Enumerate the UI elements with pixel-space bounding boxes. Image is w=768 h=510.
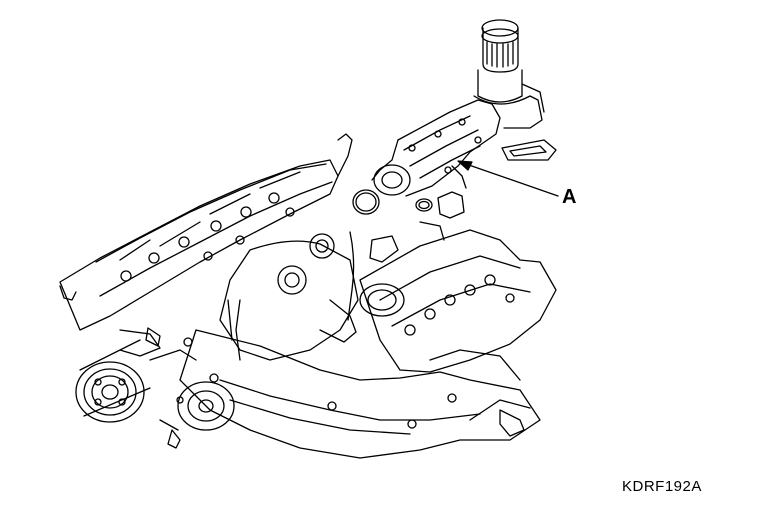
engine-block xyxy=(180,232,540,458)
oil-filter-housing xyxy=(474,20,544,128)
small-o-ring-inner xyxy=(419,202,429,209)
o-ring-inner xyxy=(356,193,376,211)
callout-arrow xyxy=(458,161,558,196)
gasket xyxy=(502,140,556,160)
o-ring xyxy=(353,190,379,214)
oil-cooler-manifold xyxy=(372,100,500,196)
figure-code: KDRF192A xyxy=(622,478,702,495)
crankshaft-pulley xyxy=(76,340,150,422)
small-o-ring xyxy=(416,199,432,211)
left-cylinder-head xyxy=(60,134,352,330)
water-pump-pulley xyxy=(150,350,234,448)
right-cylinder-head xyxy=(360,222,556,372)
callout-label-a: A xyxy=(562,186,577,208)
